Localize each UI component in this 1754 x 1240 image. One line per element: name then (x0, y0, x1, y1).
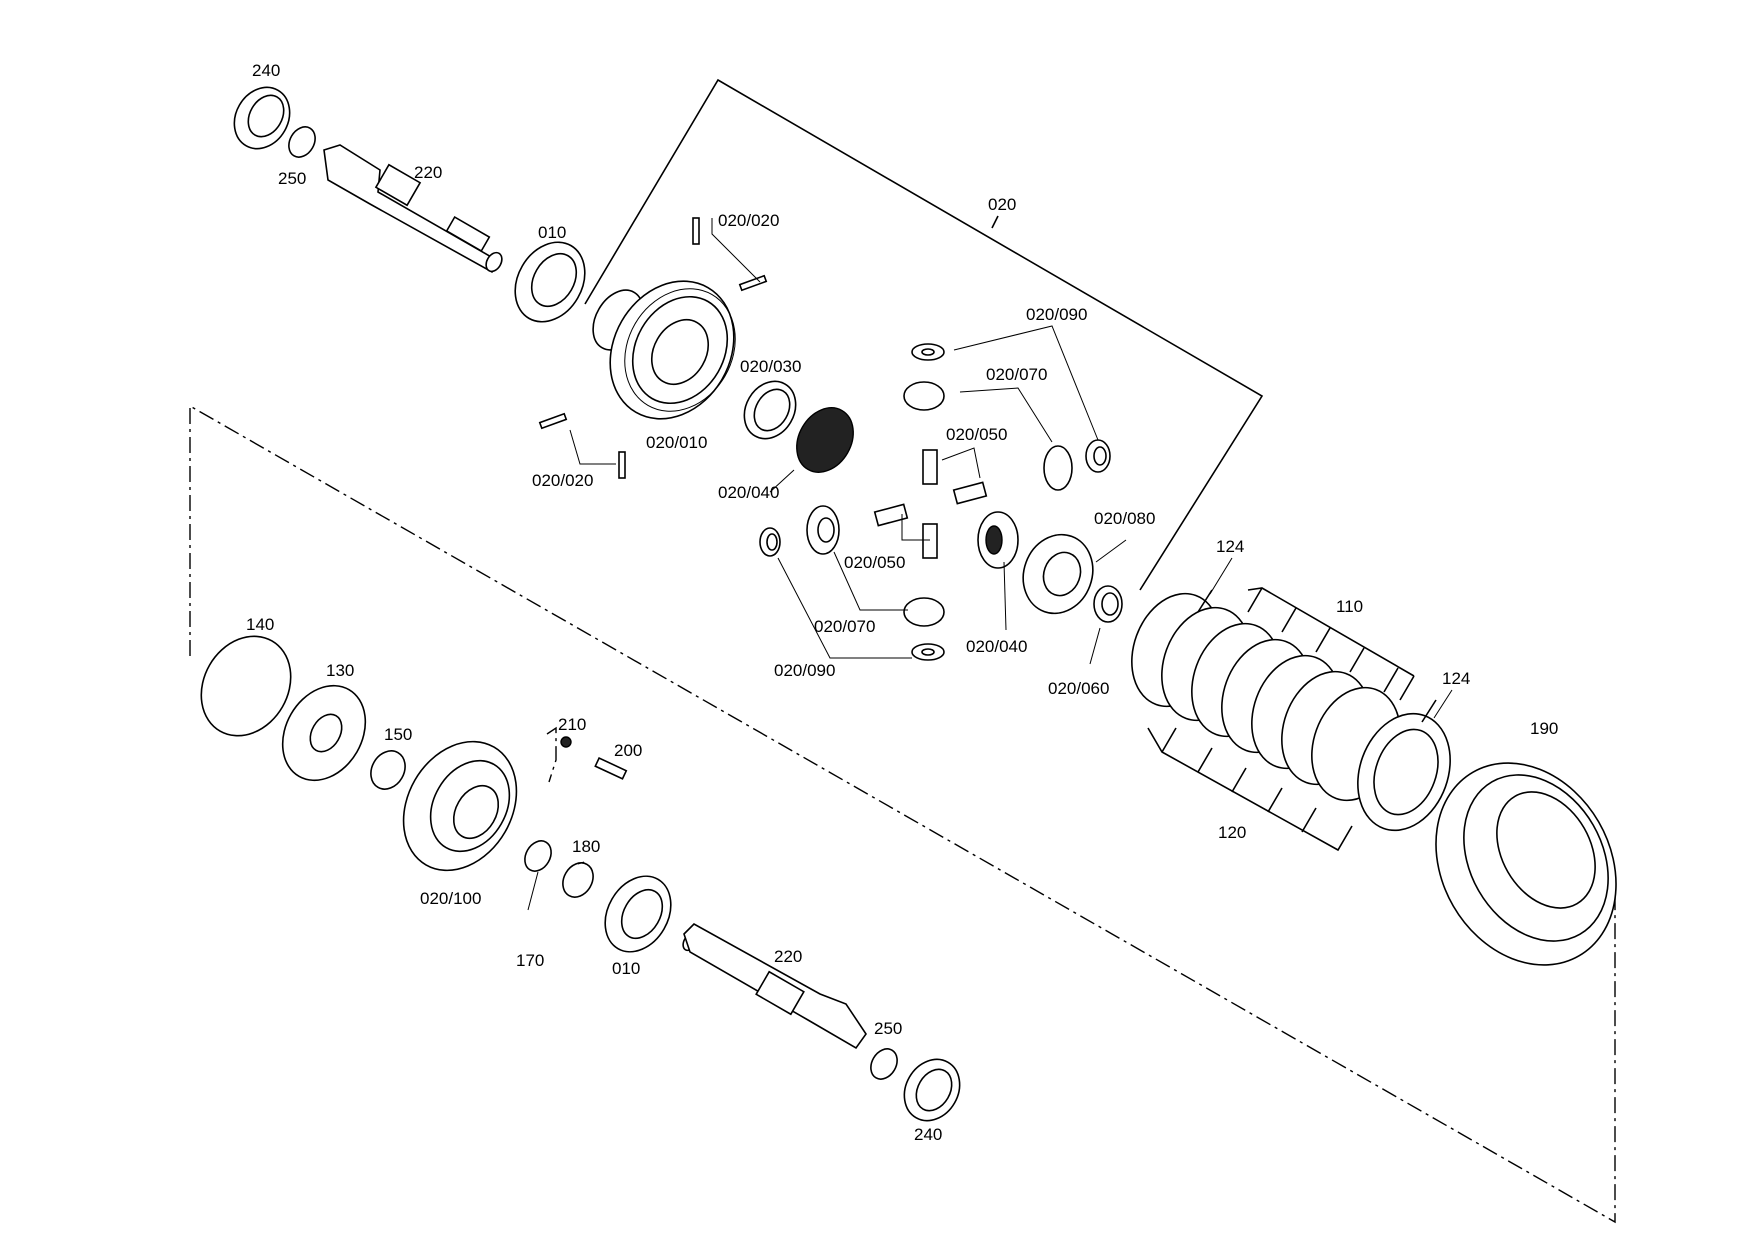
gear-020-080 (1022, 533, 1094, 615)
label-240-top: 240 (252, 61, 280, 80)
label-020-050-a: 020/050 (946, 425, 1007, 444)
ring-gear-190 (1435, 762, 1617, 966)
bracket-020 (584, 78, 1264, 591)
ring-250-bottom (870, 1048, 898, 1080)
label-220-top: 220 (414, 163, 442, 182)
pins-020-050 (873, 449, 988, 559)
ring-180 (562, 862, 594, 898)
label-210: 210 (558, 715, 586, 734)
label-020-060: 020/060 (1048, 679, 1109, 698)
label-124-b: 124 (1442, 669, 1470, 688)
bearing-010-bottom (604, 875, 672, 953)
label-020-090-a: 020/090 (1026, 305, 1087, 324)
disc-130 (281, 684, 367, 782)
label-250-top: 250 (278, 169, 306, 188)
label-150: 150 (384, 725, 412, 744)
label-140: 140 (246, 615, 274, 634)
shaft-220-top (323, 144, 503, 274)
label-170: 170 (516, 951, 544, 970)
ring-150 (370, 750, 406, 790)
pins-020-020 (538, 217, 768, 479)
housing-020-010 (592, 280, 736, 420)
bearing-010-top (514, 241, 586, 323)
label-010-top: 010 (538, 223, 566, 242)
label-120: 120 (1218, 823, 1246, 842)
cover-020-100 (402, 726, 557, 872)
label-130: 130 (326, 661, 354, 680)
label-020-100: 020/100 (420, 889, 481, 908)
disc-stack-110-120-124 (1131, 587, 1451, 852)
label-190: 190 (1530, 719, 1558, 738)
washer-020-060 (1093, 585, 1123, 623)
label-020-020-b: 020/020 (532, 471, 593, 490)
label-020-080: 020/080 (1094, 509, 1155, 528)
label-240-bottom: 240 (914, 1125, 942, 1144)
label-020-020-a: 020/020 (718, 211, 779, 230)
label-020-010: 020/010 (646, 433, 707, 452)
label-180: 180 (572, 837, 600, 856)
bolt-200 (594, 756, 628, 780)
label-020: 020 (988, 195, 1016, 214)
side-gear-020-040 (977, 511, 1019, 569)
shaft-220-bottom (682, 923, 867, 1050)
bevel-gears-020-070 (806, 381, 1073, 627)
label-124-a: 124 (1216, 537, 1244, 556)
label-010-bottom: 010 (612, 959, 640, 978)
ring-140 (200, 635, 292, 737)
leader-lines (527, 218, 1453, 911)
label-020-050-b: 020/050 (844, 553, 905, 572)
label-020-070-b: 020/070 (814, 617, 875, 636)
label-250-bottom: 250 (874, 1019, 902, 1038)
label-220-bottom: 220 (774, 947, 802, 966)
label-110: 110 (1336, 597, 1363, 616)
seal-240-top (233, 86, 291, 150)
label-020-030: 020/030 (740, 357, 801, 376)
label-200: 200 (614, 741, 642, 760)
part-labels: 240 250 220 010 020 020/020 020/090 020/… (246, 61, 1558, 1144)
ring-250-top (288, 126, 316, 158)
washer-020-030 (743, 380, 797, 440)
label-020-090-b: 020/090 (774, 661, 835, 680)
label-020-040-a: 020/040 (718, 483, 779, 502)
label-020-040-b: 020/040 (966, 637, 1027, 656)
label-020-070-a: 020/070 (986, 365, 1047, 384)
seal-240-bottom (903, 1058, 961, 1122)
gear-020-040-top (796, 407, 854, 473)
bolt-210 (560, 736, 572, 748)
ring-170 (524, 840, 552, 872)
